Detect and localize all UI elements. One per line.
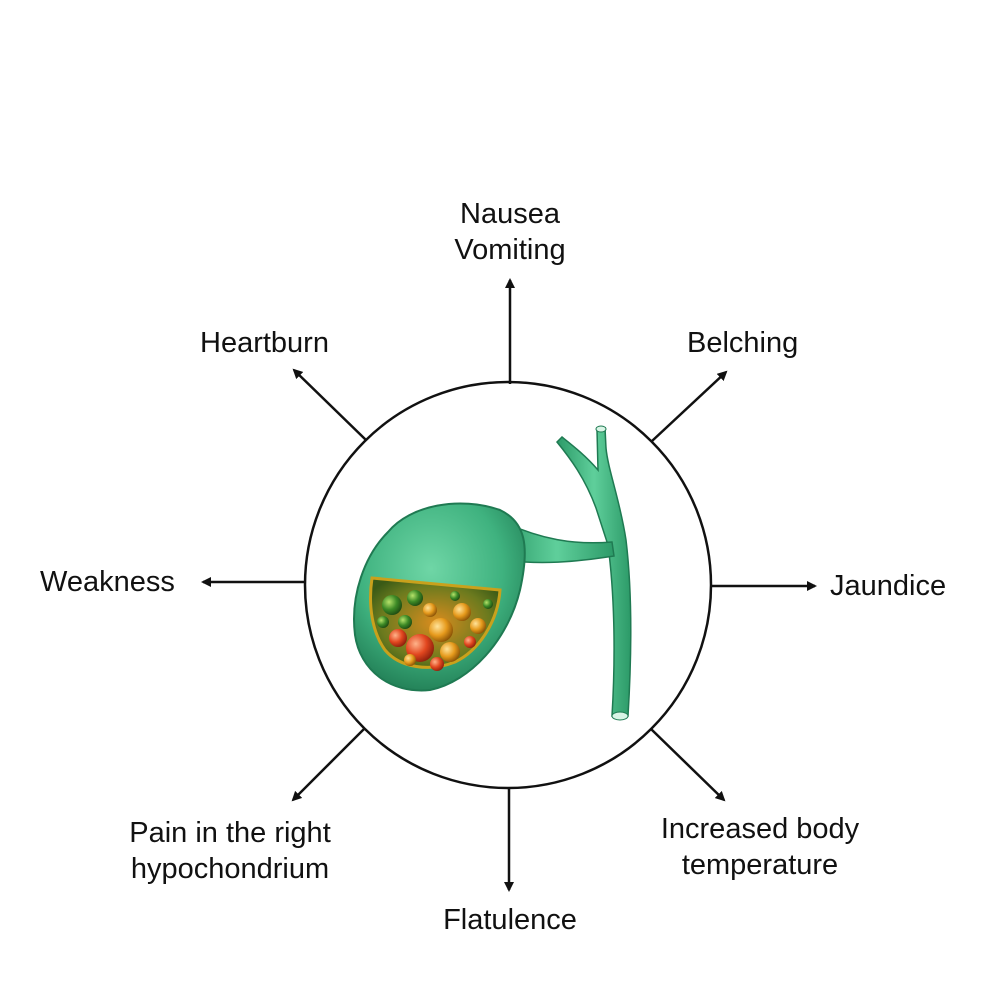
label-flatulence: Flatulence <box>443 904 577 936</box>
bile-duct-icon <box>555 427 632 717</box>
label-nausea: Nausea <box>460 198 560 230</box>
label-nausea-vomiting: Nausea Vomiting <box>420 196 600 268</box>
label-pain-line2: hypochondrium <box>130 853 330 885</box>
label-temp-line2: temperature <box>681 849 839 881</box>
arrow-up-left-icon <box>292 368 367 441</box>
arrows-group <box>201 278 817 892</box>
label-pain-right-hypochondrium: Pain in the right hypochondrium <box>100 815 360 887</box>
label-temp-line1: Increased body <box>660 813 860 845</box>
label-vomiting: Vomiting <box>454 234 566 266</box>
arrow-down-left-icon <box>291 728 365 802</box>
label-pain-line1: Pain in the right <box>129 817 331 849</box>
gallbladder-with-stones-icon <box>353 425 632 721</box>
arrow-up-right-icon <box>651 370 728 442</box>
label-heartburn: Heartburn <box>200 327 329 359</box>
label-belching: Belching <box>687 327 799 359</box>
arrow-down-right-icon <box>650 728 726 802</box>
label-increased-body-temperature: Increased body temperature <box>640 811 880 883</box>
gallstones <box>377 590 493 671</box>
label-jaundice: Jaundice <box>830 570 947 602</box>
label-weakness: Weakness <box>40 566 175 598</box>
